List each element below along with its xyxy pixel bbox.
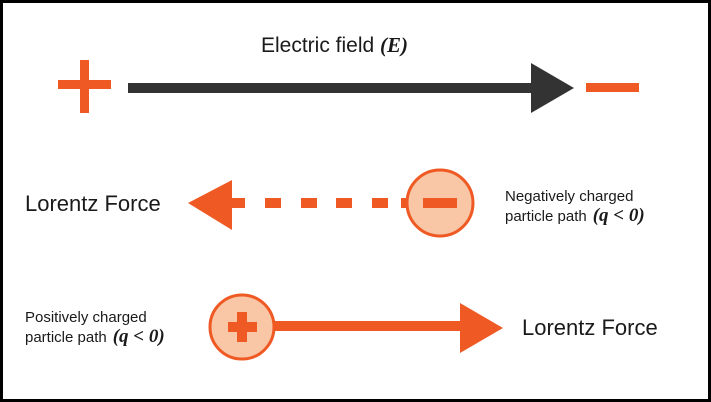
positive-description-line1: Positively charged [25, 309, 147, 326]
positive-pole-icon [58, 60, 111, 113]
positive-particle-path-arrow [271, 303, 503, 353]
negative-particle-dashed-path [265, 198, 407, 208]
electric-field-arrow [128, 63, 574, 113]
negative-charge-condition: (q < 0) [592, 205, 645, 226]
negative-pole-icon [586, 83, 639, 92]
lorentz-force-arrow-left [188, 180, 245, 230]
negative-description-line2: particle path [505, 208, 587, 225]
lorentz-force-label-positive: Lorentz Force [522, 315, 658, 340]
electric-field-label: Electric field (E) [261, 33, 409, 57]
negative-particle-description: Negatively charged particle path (q < 0) [505, 187, 645, 226]
negative-particle-icon [405, 168, 475, 238]
positive-description-line2: particle path [25, 329, 107, 346]
electric-field-symbol: (E) [380, 33, 409, 57]
lorentz-force-label-negative: Lorentz Force [25, 191, 161, 216]
positive-particle-icon [208, 293, 276, 361]
positive-charge-condition: (q < 0) [112, 326, 165, 347]
positive-particle-description: Positively charged particle path (q < 0) [25, 308, 165, 347]
diagram-canvas [58, 60, 639, 361]
negative-description-line1: Negatively charged [505, 188, 634, 205]
